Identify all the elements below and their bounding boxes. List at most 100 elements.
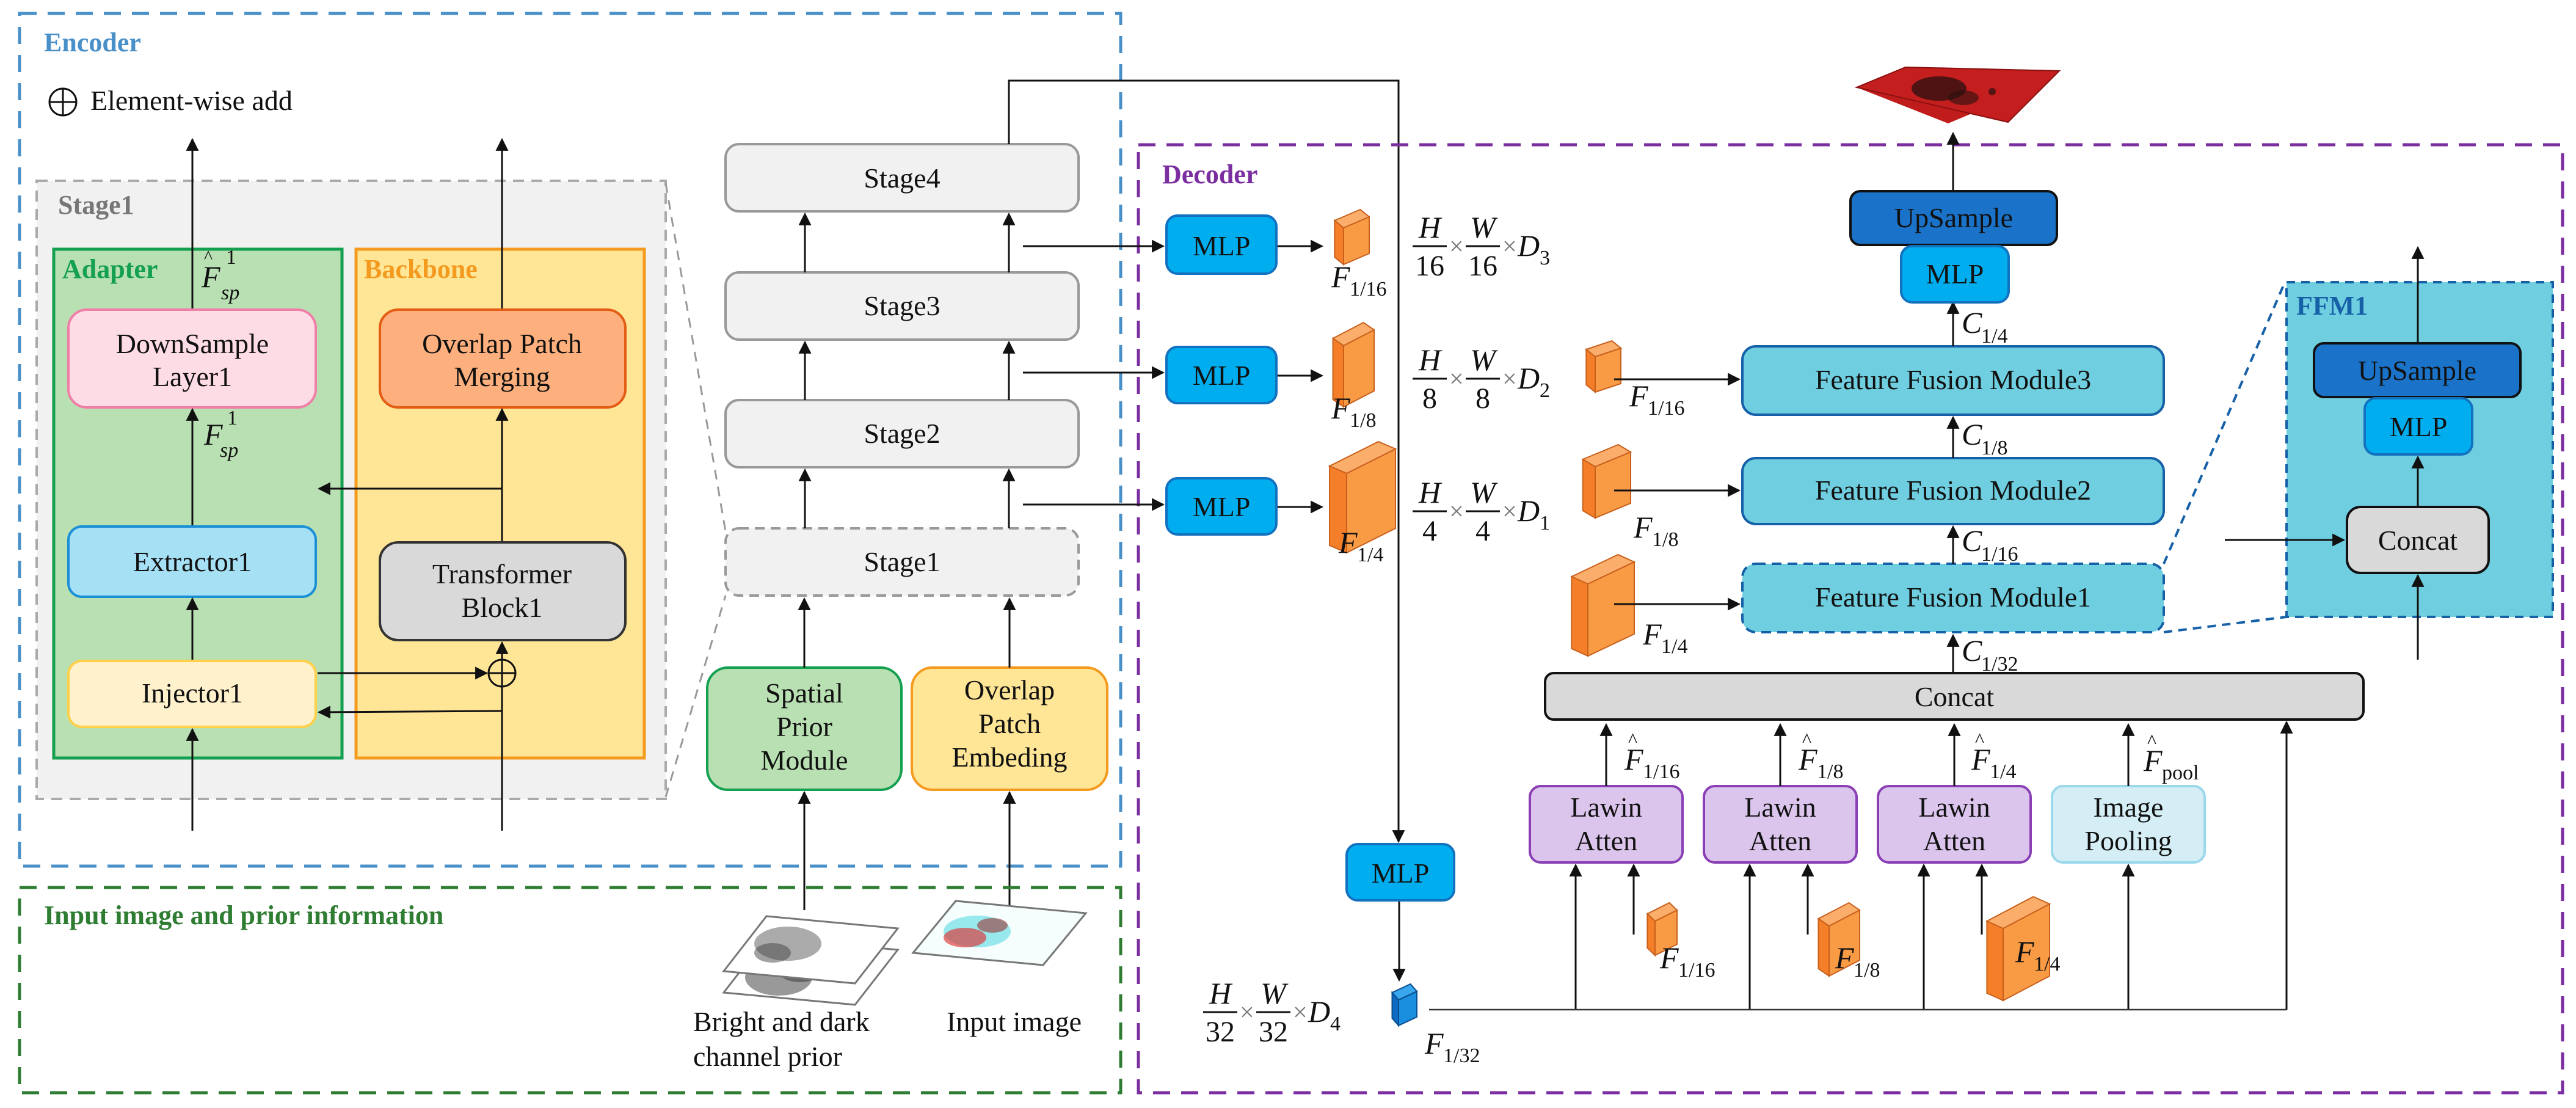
- svg-text:D: D: [1517, 361, 1540, 395]
- ffm1-concat-label: Concat: [2378, 525, 2458, 556]
- transformer-label-2: Block1: [462, 592, 543, 623]
- overlap-patch-merging-block[interactable]: [379, 308, 627, 409]
- stage1-block[interactable]: [724, 527, 1080, 597]
- feature-map-1-8-cube: [1817, 902, 1861, 977]
- downsample-label-2: Layer1: [153, 361, 232, 392]
- final-mlp-block[interactable]: [1900, 245, 2010, 304]
- mlp-row-1-4: MLP: [1023, 477, 1324, 536]
- downsample-layer1-block[interactable]: [67, 308, 317, 409]
- svg-text:1/8: 1/8: [1817, 760, 1843, 783]
- decoder-title: Decoder: [1162, 159, 1257, 189]
- mlp-row-1-8: MLP: [1023, 346, 1324, 404]
- svg-text:1/8: 1/8: [1652, 528, 1678, 551]
- mlp-block[interactable]: [1165, 346, 1278, 404]
- mlp-block[interactable]: [1165, 477, 1278, 536]
- svg-text:Atten: Atten: [1923, 825, 1985, 856]
- svg-text:F: F: [1642, 617, 1662, 651]
- stage-column: Stage4 Stage3 Stage2 Stage1: [724, 143, 1080, 597]
- svg-text:MLP: MLP: [1193, 230, 1251, 261]
- svg-text:Atten: Atten: [1575, 825, 1637, 856]
- feature-map-1-8-cube: [1331, 321, 1375, 408]
- c-1-32-label: C1/32: [1962, 633, 2018, 676]
- svg-text:×: ×: [1449, 498, 1464, 526]
- injector1-block[interactable]: [67, 660, 317, 728]
- adapter-title: Adapter: [62, 254, 158, 284]
- prior-caption-2: channel prior: [693, 1041, 842, 1072]
- input-image: [911, 900, 1088, 966]
- svg-text:16: 16: [1468, 250, 1497, 282]
- patch-embed-label-1: Overlap: [964, 674, 1055, 705]
- svg-text:C: C: [1962, 523, 1982, 558]
- svg-text:^: ^: [1975, 729, 1984, 751]
- image-caption: Input image: [947, 1006, 1082, 1037]
- svg-text:H: H: [1418, 475, 1443, 509]
- svg-text:8: 8: [1422, 382, 1437, 415]
- bright-dark-prior-image: [722, 915, 900, 1006]
- svg-text:16: 16: [1415, 250, 1444, 282]
- svg-text:1/16: 1/16: [1678, 959, 1715, 982]
- stage2-block[interactable]: [724, 399, 1080, 468]
- svg-text:×: ×: [1449, 365, 1464, 393]
- svg-text:1/16: 1/16: [1981, 543, 2018, 566]
- stage4-block[interactable]: [724, 143, 1080, 213]
- feature-map-1-8-cube: [1581, 443, 1632, 519]
- ffm1-detail-title: FFM1: [2296, 291, 2368, 321]
- stage3-block[interactable]: [724, 271, 1080, 341]
- svg-text:D: D: [1517, 228, 1540, 263]
- svg-text:F: F: [2015, 935, 2034, 969]
- downsample-label-1: DownSample: [116, 328, 269, 359]
- svg-text:1/4: 1/4: [1357, 544, 1383, 566]
- svg-text:1/4: 1/4: [2034, 953, 2060, 975]
- svg-text:1/8: 1/8: [1981, 437, 2007, 459]
- svg-text:W: W: [1470, 475, 1498, 509]
- svg-text:1: 1: [226, 246, 236, 269]
- spatial-prior-label-3: Module: [760, 745, 848, 776]
- svg-text:2: 2: [1540, 379, 1550, 402]
- ffm1-mlp-block[interactable]: [2363, 397, 2473, 456]
- svg-text:Lawin: Lawin: [1918, 792, 1990, 823]
- stage4-label: Stage4: [864, 162, 940, 194]
- svg-text:D: D: [1517, 494, 1540, 528]
- c-1-4-label: C1/4: [1962, 305, 2007, 348]
- f-hat-sp-label: F ^ 1 sp: [201, 246, 239, 304]
- spatial-prior-label-1: Spatial: [765, 677, 843, 709]
- f-hat-1-16-label: F^1/16: [1624, 729, 1679, 783]
- input-title: Input image and prior information: [44, 900, 443, 930]
- ffm2-label: Feature Fusion Module2: [1815, 475, 2091, 506]
- stage1-detail-title: Stage1: [58, 190, 134, 220]
- mlp-block[interactable]: [1165, 214, 1278, 275]
- svg-text:1/4: 1/4: [1981, 325, 2007, 348]
- svg-text:32: 32: [1206, 1016, 1235, 1048]
- svg-text:F: F: [1331, 391, 1350, 425]
- extractor1-block[interactable]: [67, 525, 317, 598]
- svg-text:sp: sp: [221, 282, 239, 304]
- transformer-block1[interactable]: [379, 541, 627, 641]
- stage2-label: Stage2: [864, 418, 940, 449]
- extractor1-label: Extractor1: [133, 546, 252, 577]
- svg-text:1/4: 1/4: [1990, 760, 2016, 783]
- ffm1-label: Feature Fusion Module1: [1815, 581, 2091, 613]
- feature-map-1-4-cube: [1985, 895, 2051, 1002]
- svg-text:F: F: [1971, 742, 1990, 776]
- f-hat-1-4-label: F^ 1/4: [1971, 729, 2016, 783]
- svg-text:F: F: [201, 260, 220, 294]
- f-sp-label: F 1 sp: [203, 407, 238, 462]
- svg-text:C: C: [1962, 633, 1982, 668]
- svg-text:×: ×: [1502, 365, 1517, 393]
- concat-block[interactable]: [1544, 672, 2365, 721]
- svg-text:1: 1: [1540, 512, 1550, 534]
- mlp-d4-block[interactable]: [1345, 843, 1455, 902]
